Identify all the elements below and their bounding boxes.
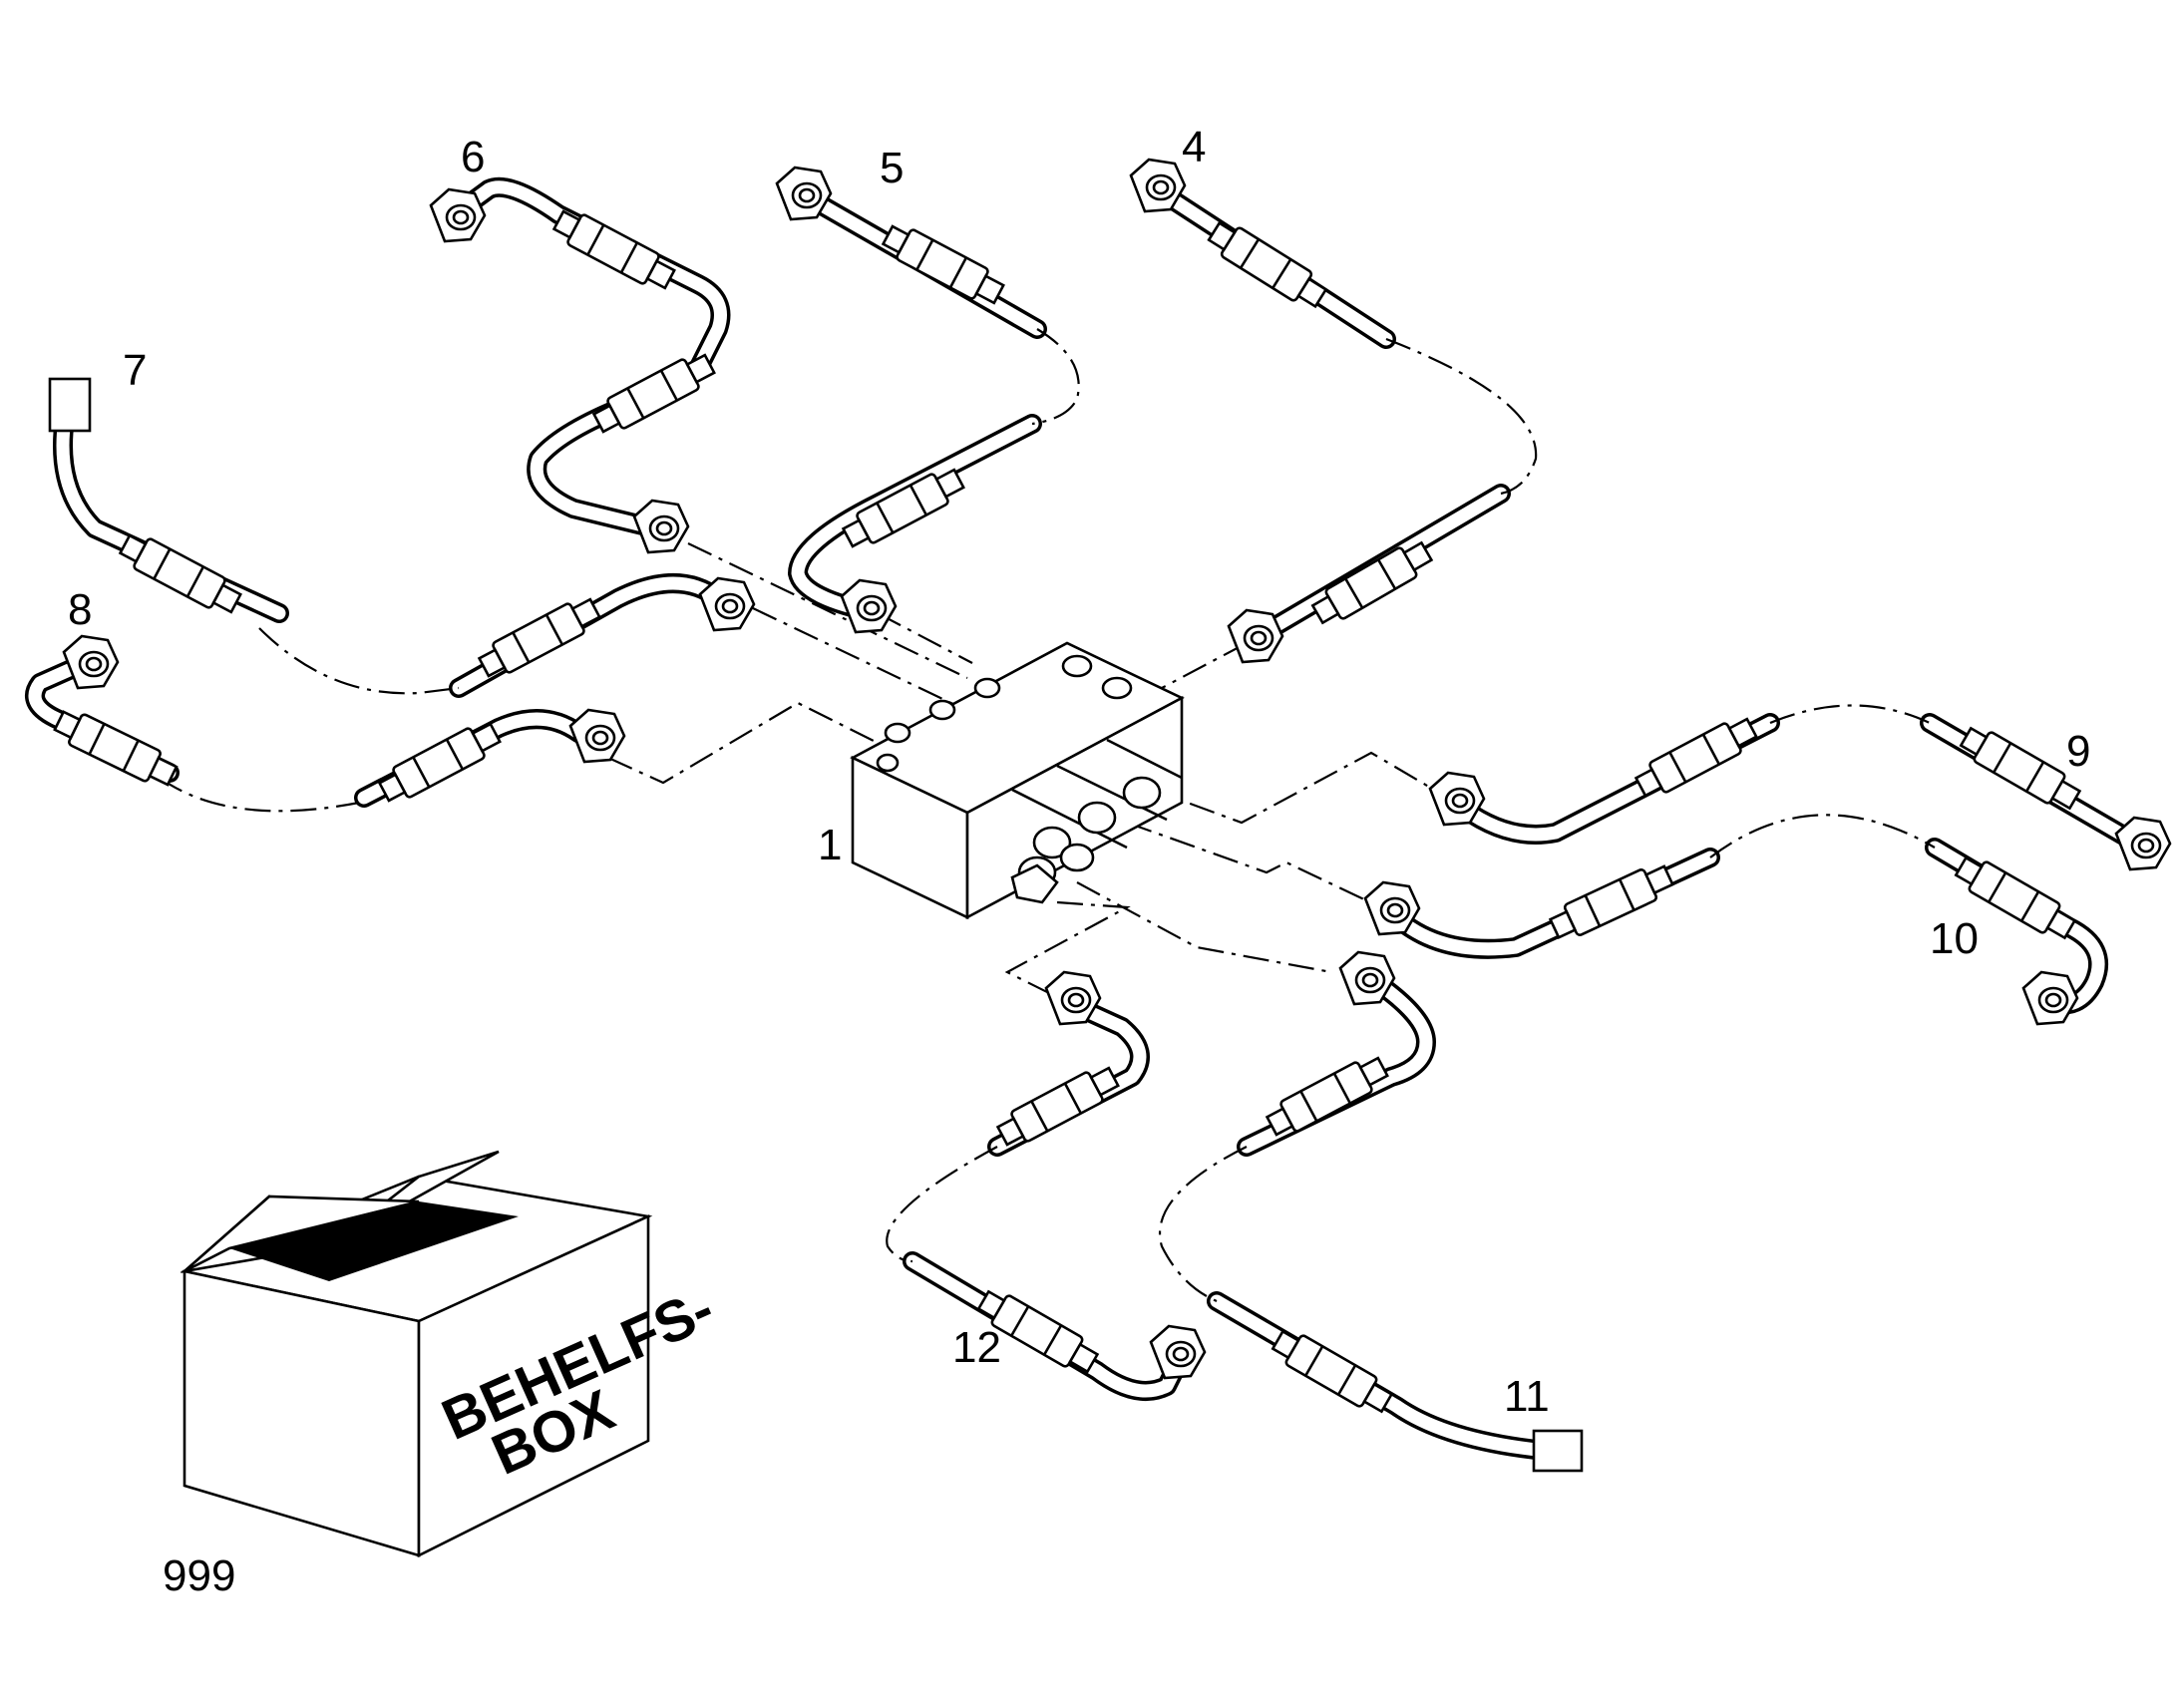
- connection-lines: [159, 328, 1936, 1303]
- callout-8: 8: [68, 585, 92, 634]
- callout-6: 6: [461, 133, 485, 181]
- behelfs-box: BEHELFS- BOX: [180, 1150, 723, 1558]
- callout-12: 12: [952, 1323, 1001, 1372]
- callout-9: 9: [2066, 727, 2090, 776]
- callout-5: 5: [880, 144, 904, 192]
- callout-11: 11: [1504, 1372, 1550, 1421]
- callout-999: 999: [163, 1551, 235, 1600]
- callout-7: 7: [123, 346, 147, 395]
- callout-4: 4: [1182, 123, 1206, 171]
- fittings: [48, 158, 2172, 1473]
- callout-10: 10: [1930, 914, 1979, 963]
- callouts: 1 4 5 6 7 8 9 10 11 12 999: [68, 123, 2090, 1600]
- callout-1: 1: [818, 821, 842, 869]
- distributor-block: [850, 641, 1185, 920]
